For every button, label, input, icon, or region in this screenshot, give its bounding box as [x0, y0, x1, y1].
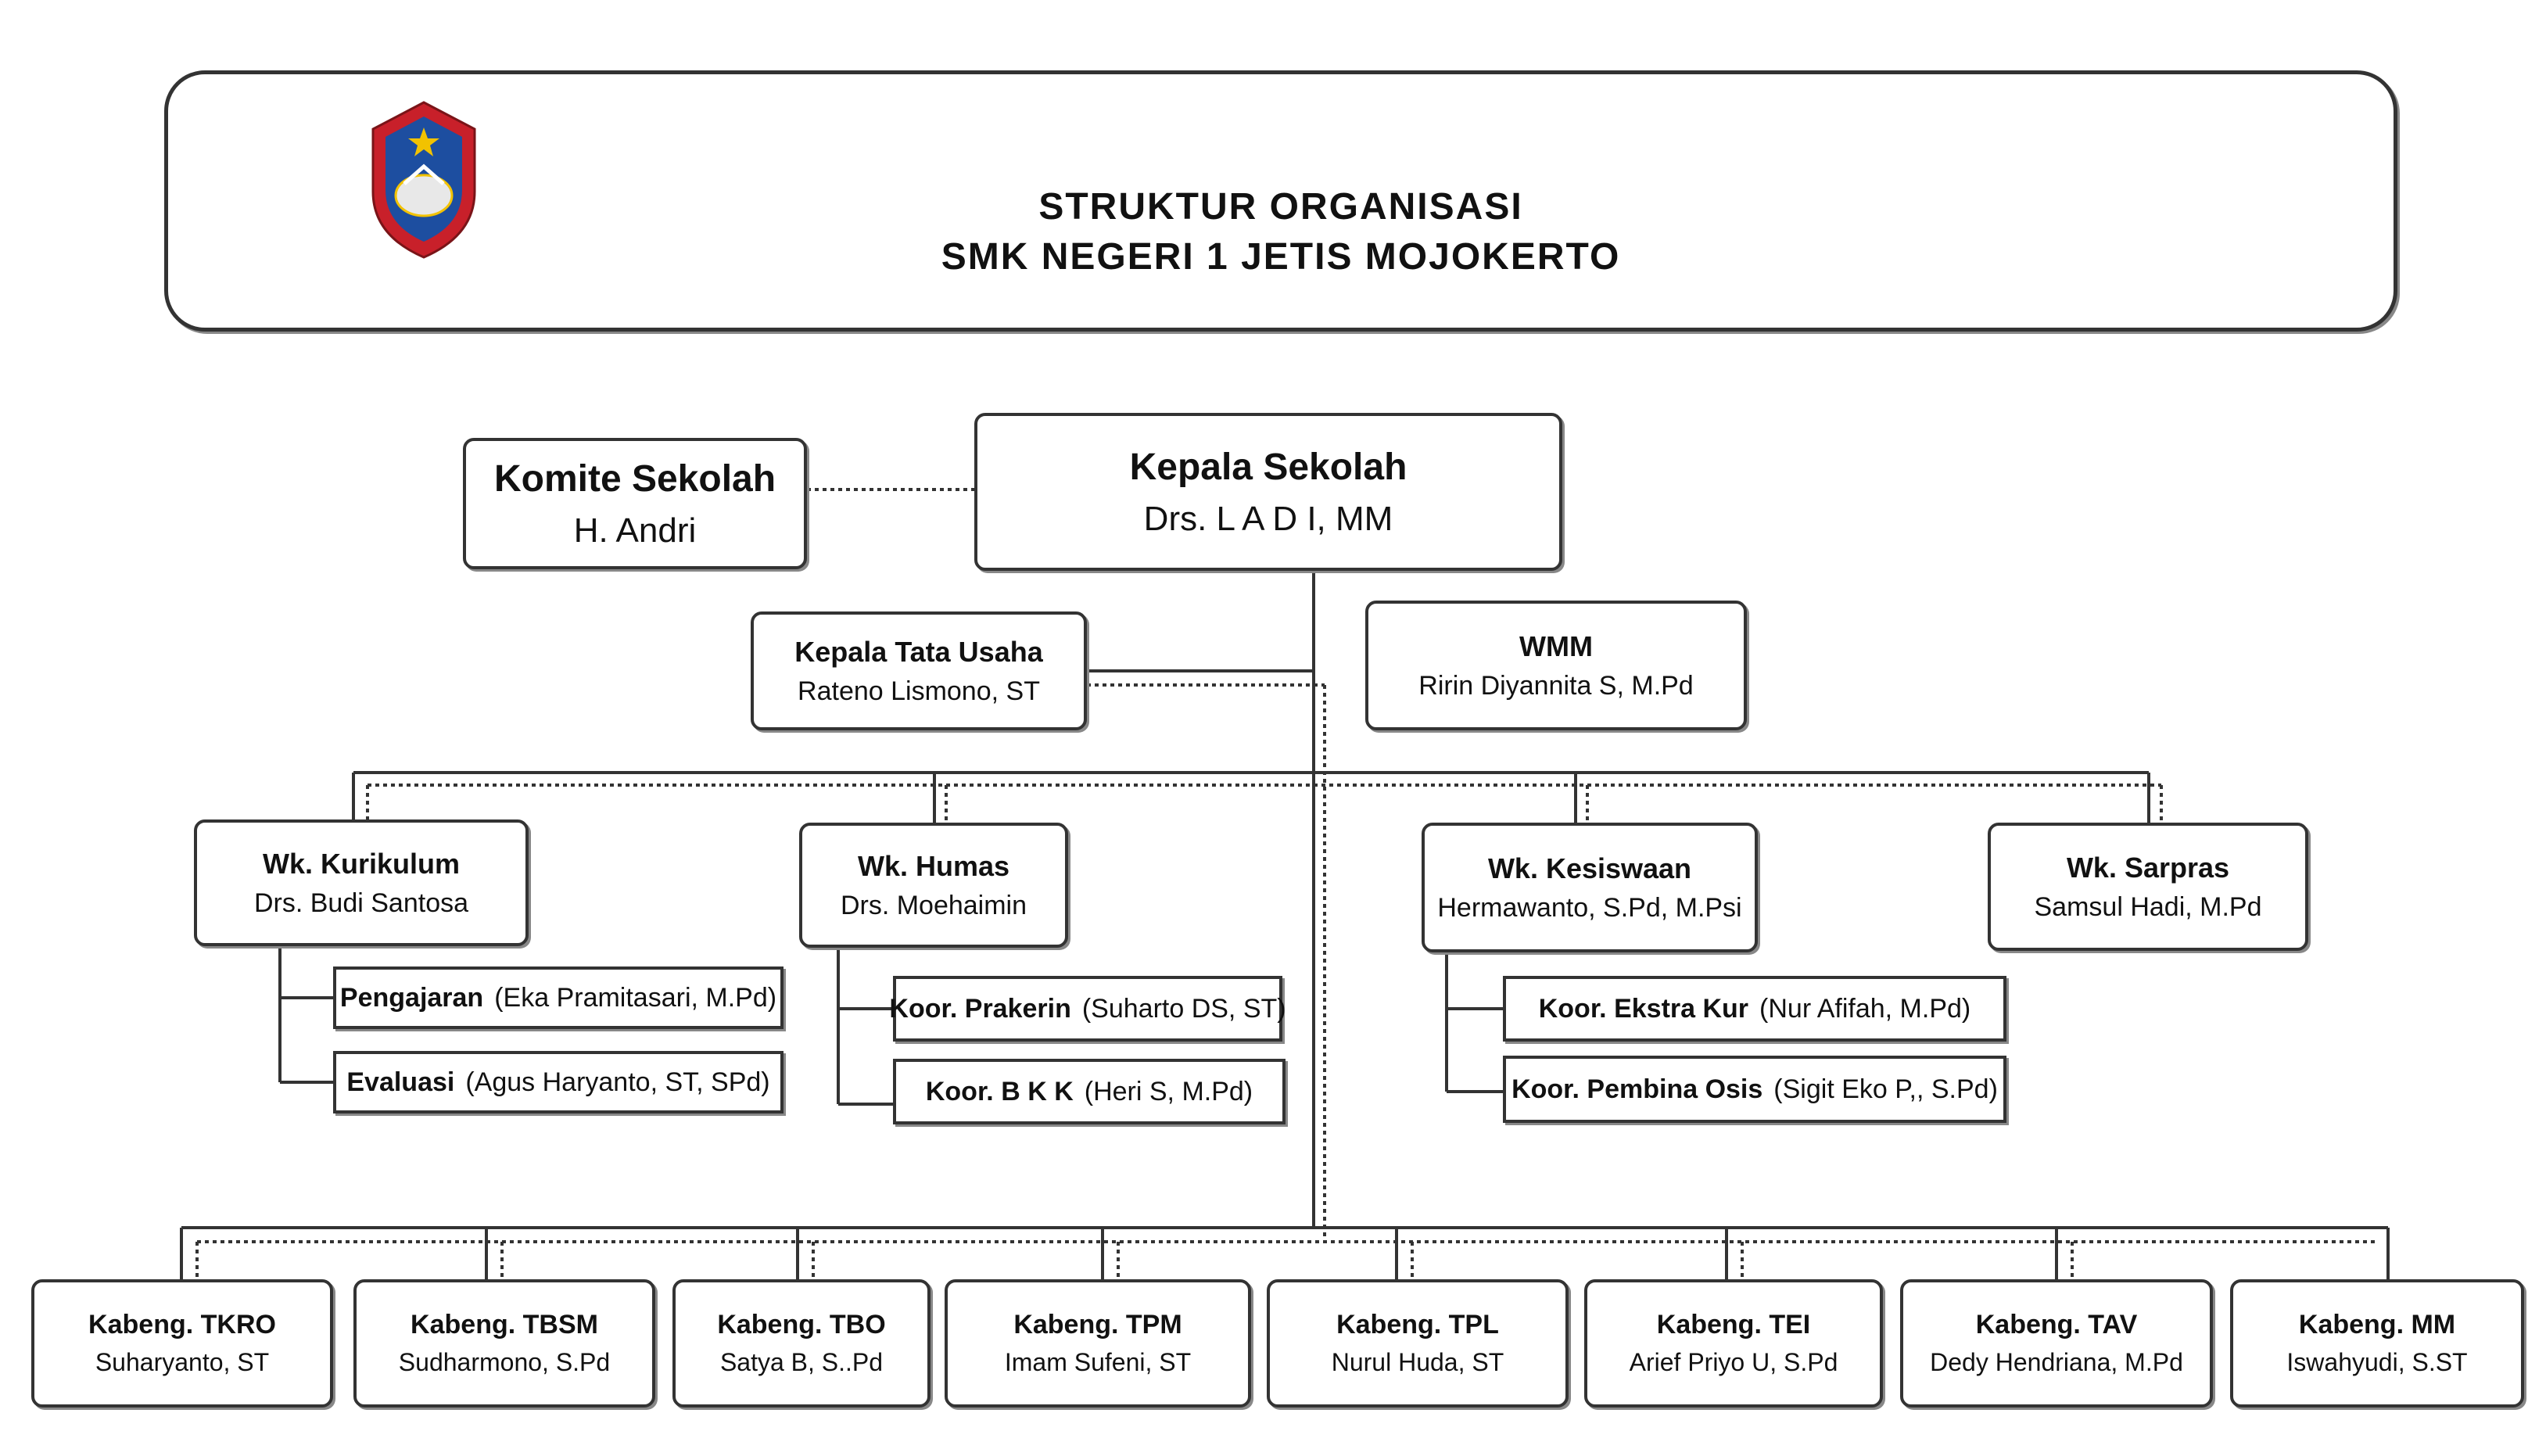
tata-usaha-name: Rateno Lismono, ST	[798, 676, 1040, 706]
page-title-line2: SMK NEGERI 1 JETIS MOJOKERTO	[941, 236, 1621, 278]
kabeng-tpm-name: Imam Sufeni, ST	[1004, 1348, 1192, 1376]
kabeng-tav-box: Kabeng. TAV Dedy Hendriana, M.Pd	[1900, 1279, 2213, 1408]
kabeng-tkro-name: Suharyanto, ST	[95, 1348, 270, 1376]
evaluasi-title: Evaluasi	[346, 1067, 455, 1097]
pengajaran-name: (Eka Pramitasari, M.Pd)	[494, 982, 777, 1013]
koor-bkk-name: (Heri S, M.Pd)	[1084, 1076, 1253, 1106]
wk-humas-title: Wk. Humas	[857, 849, 1010, 882]
header-banner: STRUKTUR ORGANISASI SMK NEGERI 1 JETIS M…	[164, 70, 2397, 332]
wk-kurikulum-title: Wk. Kurikulum	[262, 847, 461, 880]
koor-bkk-box: Koor. B K K (Heri S, M.Pd)	[893, 1059, 1286, 1124]
wk-kurikulum-name: Drs. Budi Santosa	[253, 888, 469, 918]
kabeng-tkro-title: Kabeng. TKRO	[88, 1310, 276, 1339]
evaluasi-box: Evaluasi (Agus Haryanto, ST, SPd)	[333, 1051, 784, 1114]
koor-prakerin-title: Koor. Prakerin	[889, 993, 1071, 1024]
kabeng-tpm-title: Kabeng. TPM	[1013, 1310, 1182, 1339]
wk-kurikulum-box: Wk. Kurikulum Drs. Budi Santosa	[194, 819, 529, 946]
school-logo	[371, 101, 476, 259]
kabeng-tpl-box: Kabeng. TPL Nurul Huda, ST	[1267, 1279, 1569, 1408]
wk-sarpras-box: Wk. Sarpras Samsul Hadi, M.Pd	[1988, 823, 2308, 951]
wk-kesiswaan-box: Wk. Kesiswaan Hermawanto, S.Pd, M.Psi	[1422, 823, 1758, 952]
kabeng-tbsm-name: Sudharmono, S.Pd	[398, 1348, 611, 1376]
pengajaran-box: Pengajaran (Eka Pramitasari, M.Pd)	[333, 966, 784, 1029]
kabeng-tei-title: Kabeng. TEI	[1656, 1310, 1811, 1339]
komite-sekolah-box: Komite Sekolah H. Andri	[463, 438, 807, 569]
kepala-title: Kepala Sekolah	[1129, 446, 1407, 488]
koor-prakerin-box: Koor. Prakerin (Suharto DS, ST)	[889, 976, 1286, 1042]
koor-prakerin-name: (Suharto DS, ST)	[1081, 993, 1286, 1024]
kabeng-mm-title: Kabeng. MM	[2298, 1310, 2456, 1339]
komite-title: Komite Sekolah	[493, 457, 776, 500]
koor-ekstra-kur-box: Koor. Ekstra Kur (Nur Afifah, M.Pd)	[1503, 976, 2006, 1042]
wmm-name: Ririn Diyannita S, M.Pd	[1418, 670, 1694, 701]
pengajaran-title: Pengajaran	[339, 982, 484, 1013]
koor-ekstra-kur-title: Koor. Ekstra Kur	[1538, 993, 1749, 1024]
koor-ekstra-kur-name: (Nur Afifah, M.Pd)	[1759, 993, 1971, 1024]
wmm-box: WMM Ririn Diyannita S, M.Pd	[1365, 601, 1747, 730]
star-icon	[408, 127, 439, 156]
koor-pembina-osis-name: (Sigit Eko P,, S.Pd)	[1773, 1074, 1998, 1104]
kabeng-tav-title: Kabeng. TAV	[1975, 1310, 2138, 1339]
kabeng-tbsm-box: Kabeng. TBSM Sudharmono, S.Pd	[353, 1279, 655, 1408]
page-title-line1: STRUKTUR ORGANISASI	[1038, 186, 1523, 228]
kabeng-tbo-title: Kabeng. TBO	[717, 1310, 886, 1339]
wk-sarpras-name: Samsul Hadi, M.Pd	[2034, 891, 2262, 922]
kabeng-tav-name: Dedy Hendriana, M.Pd	[1930, 1348, 2183, 1376]
kabeng-tei-box: Kabeng. TEI Arief Priyo U, S.Pd	[1584, 1279, 1883, 1408]
kabeng-tpl-name: Nurul Huda, ST	[1331, 1348, 1504, 1376]
tata-usaha-box: Kepala Tata Usaha Rateno Lismono, ST	[751, 611, 1087, 730]
kabeng-mm-box: Kabeng. MM Iswahyudi, S.ST	[2230, 1279, 2524, 1408]
evaluasi-name: (Agus Haryanto, ST, SPd)	[465, 1067, 770, 1097]
koor-bkk-title: Koor. B K K	[925, 1076, 1074, 1106]
wmm-title: WMM	[1519, 629, 1593, 662]
koor-pembina-osis-title: Koor. Pembina Osis	[1511, 1074, 1763, 1104]
wk-humas-box: Wk. Humas Drs. Moehaimin	[799, 823, 1068, 948]
kabeng-tpl-title: Kabeng. TPL	[1336, 1310, 1499, 1339]
kabeng-tei-name: Arief Priyo U, S.Pd	[1629, 1348, 1838, 1376]
kabeng-tkro-box: Kabeng. TKRO Suharyanto, ST	[31, 1279, 333, 1408]
kepala-name: Drs. L A D I, MM	[1143, 499, 1393, 538]
wk-humas-name: Drs. Moehaimin	[840, 890, 1027, 920]
tata-usaha-title: Kepala Tata Usaha	[794, 635, 1043, 668]
komite-name: H. Andri	[573, 511, 697, 550]
wk-kesiswaan-title: Wk. Kesiswaan	[1487, 852, 1692, 884]
kabeng-tbo-box: Kabeng. TBO Satya B, S..Pd	[672, 1279, 931, 1408]
kabeng-tpm-box: Kabeng. TPM Imam Sufeni, ST	[945, 1279, 1251, 1408]
wk-kesiswaan-name: Hermawanto, S.Pd, M.Psi	[1437, 892, 1742, 923]
kabeng-tbsm-title: Kabeng. TBSM	[411, 1310, 598, 1339]
kabeng-tbo-name: Satya B, S..Pd	[719, 1348, 884, 1376]
koor-pembina-osis-box: Koor. Pembina Osis (Sigit Eko P,, S.Pd)	[1503, 1056, 2006, 1123]
wk-sarpras-title: Wk. Sarpras	[2066, 851, 2230, 884]
kabeng-mm-name: Iswahyudi, S.ST	[2286, 1348, 2468, 1376]
kepala-sekolah-box: Kepala Sekolah Drs. L A D I, MM	[974, 413, 1562, 571]
